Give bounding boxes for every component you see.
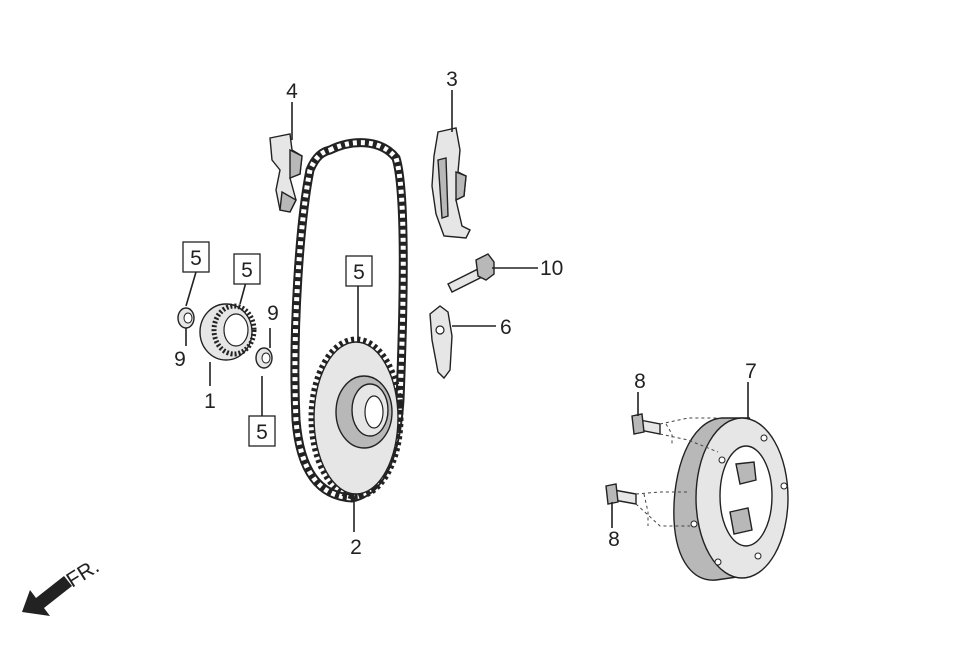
boxed-callout-5-a: 5 (182, 241, 210, 273)
leader-lines (185, 90, 749, 532)
bolt-part-10 (447, 253, 495, 293)
front-direction-indicator: FR. (22, 555, 103, 616)
callout-9-left: 9 (174, 348, 186, 371)
boxed-callout-5-b: 5 (233, 253, 261, 285)
rotor-bolt-part-8-upper (631, 413, 661, 435)
svg-text:5: 5 (190, 247, 202, 270)
boxed-callout-5-c: 5 (345, 255, 373, 287)
front-arrow-icon (22, 576, 72, 616)
timing-chain-part-2 (290, 138, 408, 503)
callout-9-right: 9 (267, 302, 279, 325)
tensioner-slipper-part-3 (431, 127, 471, 239)
callout-8-lower: 8 (608, 528, 620, 551)
washer-part-9-right (255, 347, 273, 369)
svg-text:5: 5 (256, 421, 268, 444)
washer-part-9-left (177, 307, 195, 329)
boxed-callout-5-d: 5 (248, 415, 276, 447)
sprocket-gear (308, 336, 404, 500)
callout-8-upper: 8 (634, 370, 646, 393)
tensioner-lever-part-6 (429, 305, 453, 380)
callout-6: 6 (500, 316, 512, 339)
svg-text:5: 5 (353, 261, 365, 284)
callout-4: 4 (286, 80, 298, 103)
rotor-part-7 (673, 417, 789, 581)
rotor-bolt-part-8-lower (605, 483, 637, 505)
callout-1: 1 (204, 390, 216, 413)
bolt-alignment-guides (635, 417, 720, 527)
chain-guide-part-4 (269, 133, 303, 213)
callout-7: 7 (745, 360, 757, 383)
callout-10: 10 (540, 257, 563, 280)
callout-3: 3 (446, 68, 458, 91)
svg-text:5: 5 (241, 259, 253, 282)
callout-2: 2 (350, 536, 362, 559)
needle-bearing-part-1 (199, 303, 257, 361)
